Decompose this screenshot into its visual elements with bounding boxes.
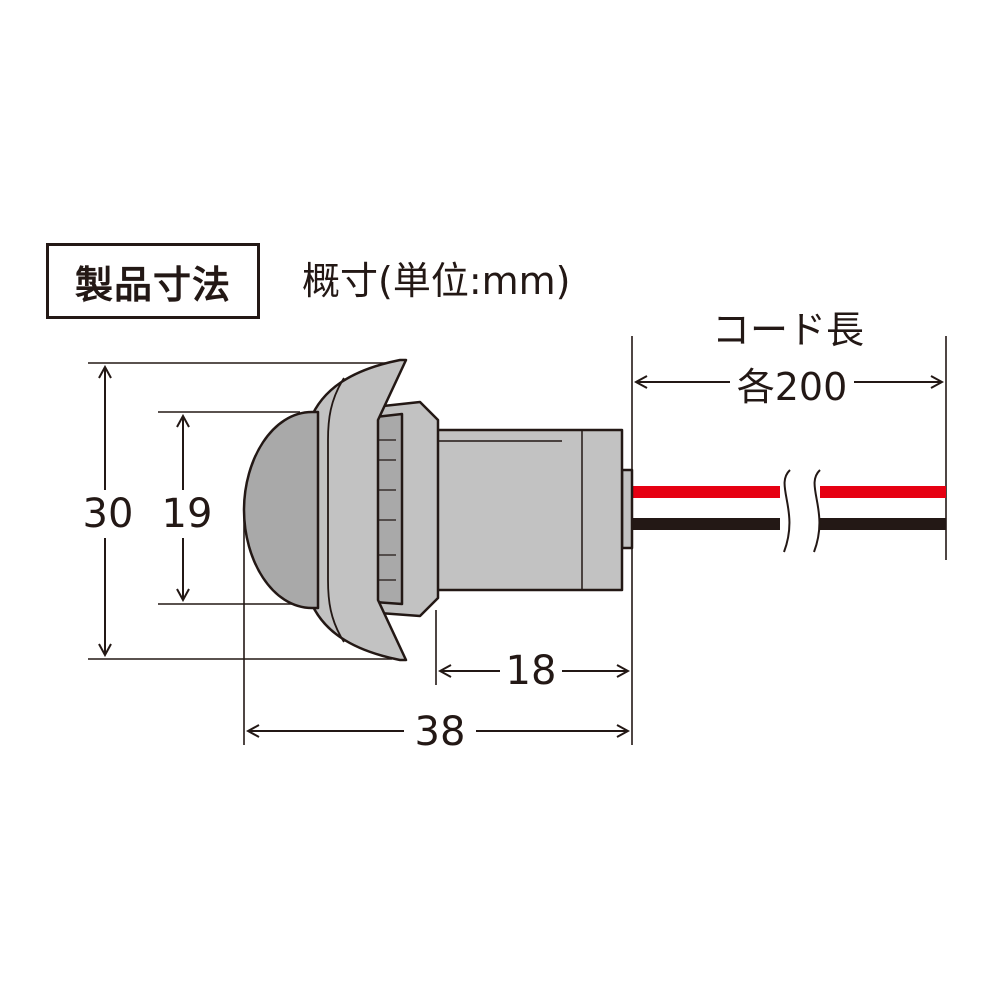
dim-label-18: 18 — [500, 647, 562, 695]
wires — [630, 469, 946, 553]
wire-break-gap — [780, 470, 820, 550]
cord-length-value: 各200 — [730, 361, 854, 413]
dim-label-19: 19 — [157, 490, 217, 538]
unit-note: 概寸(単位:mm) — [302, 259, 571, 303]
dim-label-38: 38 — [404, 708, 476, 756]
page-title: 製品寸法 — [74, 262, 231, 307]
wire-break-mark — [783, 469, 821, 553]
wire-exit — [620, 468, 634, 550]
cord-length-label: コード長 — [712, 308, 865, 352]
product-body — [242, 358, 634, 662]
dim-label-30: 30 — [78, 490, 138, 538]
housing — [430, 428, 624, 592]
lens-dome — [242, 410, 320, 610]
title-box: 製品寸法 — [46, 243, 260, 319]
